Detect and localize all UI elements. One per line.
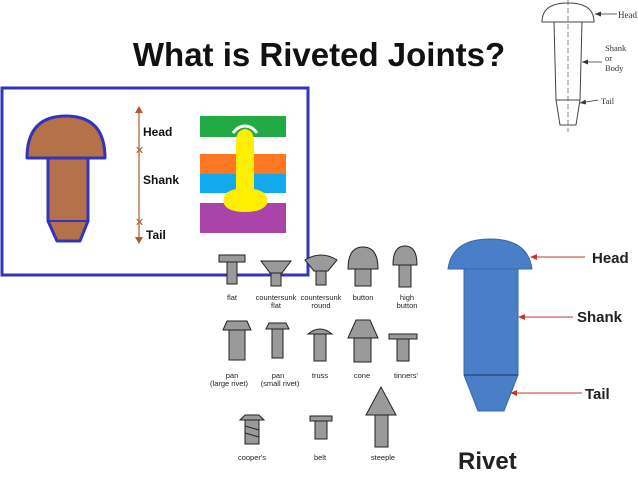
truss-label: truss: [312, 371, 329, 380]
steeple-label: steeple: [371, 453, 395, 462]
blue-rivet-shank: [463, 268, 519, 412]
head-label: Head: [618, 10, 637, 20]
dimension-arrow-bottom: [135, 237, 143, 244]
tail-label: Tail: [601, 96, 615, 106]
head-label: Head: [592, 250, 629, 267]
rivet-head-highlight: [231, 124, 259, 134]
tail-label: Tail: [585, 386, 610, 403]
tail-pointer-arrow: [510, 390, 517, 396]
pan-large-label-2: (large rivet): [210, 379, 248, 388]
high-button-label-1: high: [400, 293, 414, 302]
cone-rivet-icon: [347, 319, 379, 363]
shank-label: Shank: [143, 173, 179, 187]
rivet-caption: Rivet: [458, 448, 517, 475]
body-label: Body: [605, 63, 624, 73]
shank-label: Shank: [605, 43, 627, 53]
shank-label: Shank: [577, 309, 623, 326]
tail-pointer-arrow: [580, 99, 586, 105]
head-pointer-arrow: [530, 254, 537, 260]
tail-label: Tail: [146, 228, 166, 242]
high-button-rivet-icon: [392, 245, 418, 288]
flat-label: flat: [227, 293, 238, 302]
coopers-rivet-icon: [238, 414, 266, 445]
coopers-label: cooper's: [238, 453, 266, 462]
shank-pointer-arrow: [518, 314, 525, 320]
rivet-types-chart: flat countersunk flat countersunk round …: [210, 245, 419, 462]
belt-rivet-icon: [309, 415, 333, 440]
pan-small-rivet-icon: [265, 322, 290, 359]
belt-label: belt: [314, 453, 327, 462]
cone-label: cone: [354, 371, 370, 380]
countersunk-round-label-2: round: [311, 301, 330, 310]
steeple-rivet-icon: [365, 385, 397, 448]
rivet-line-diagram: Head Shank or Body Tail: [541, 0, 637, 132]
blue-rivet-diagram: Head Shank Tail Rivet: [447, 238, 629, 475]
head-pointer-arrow: [595, 11, 601, 17]
page-title: What is Riveted Joints?: [132, 36, 506, 73]
truss-rivet-icon: [306, 328, 334, 362]
head-tick-mark: ✕: [135, 145, 144, 157]
tinners-label: tinners': [394, 371, 419, 380]
pan-large-label-1: pan: [226, 371, 239, 380]
pan-large-rivet-icon: [222, 320, 252, 361]
joint-rivet: [223, 129, 268, 212]
countersunk-flat-label-2: flat: [271, 301, 282, 310]
countersunk-flat-label-1: countersunk: [256, 293, 297, 302]
pan-small-label-2: (small rivet): [261, 379, 300, 388]
flat-rivet-icon: [218, 254, 246, 285]
tail-tick-mark: ✕: [135, 217, 144, 229]
dimension-arrow-top: [135, 106, 143, 113]
button-label: button: [353, 293, 374, 302]
tinners-rivet-icon: [388, 333, 418, 362]
high-button-label-2: button: [397, 301, 418, 310]
head-label: Head: [143, 125, 172, 139]
pan-small-label-1: pan: [272, 371, 285, 380]
shank-pointer-arrow: [582, 59, 588, 65]
rivet-joint-diagram: ✕ ✕ Head Shank Tail: [0, 86, 310, 277]
blue-rivet-head: [447, 238, 533, 270]
or-label: or: [605, 53, 612, 63]
button-rivet-icon: [347, 246, 379, 287]
countersunk-round-label-1: countersunk: [301, 293, 342, 302]
countersunk-flat-rivet-icon: [260, 260, 292, 287]
countersunk-round-rivet-icon: [304, 254, 338, 286]
